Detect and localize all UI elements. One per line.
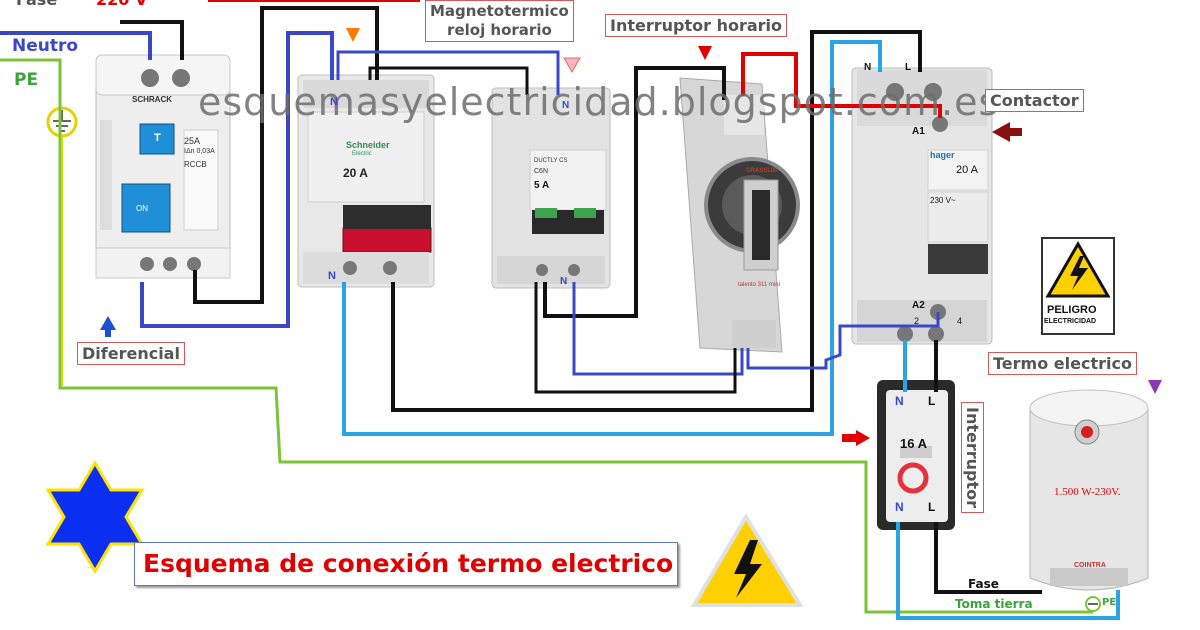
breaker-clock-n-top: N	[562, 100, 570, 111]
diferencial-toggle: ON	[136, 204, 148, 213]
breaker-main-brand: Schneider	[346, 140, 390, 150]
contactor-terminal-a1: A1	[912, 126, 925, 137]
voltage-top-label: 220 V	[96, 0, 147, 9]
timer-device	[679, 77, 800, 353]
termo-device	[1029, 389, 1149, 591]
breaker-main-n-top: N	[330, 96, 338, 108]
wire-neutro-to-clock	[336, 50, 560, 95]
contactor-terminal-l: L	[905, 62, 912, 73]
wire-pe	[0, 58, 1093, 614]
contactor-terminal-n: N	[864, 62, 872, 73]
wire-fase-dif-out	[193, 6, 379, 304]
toma-tierra-label: Toma tierra	[955, 597, 1033, 611]
peligro-sign	[1041, 237, 1115, 335]
interruptor-terminal-l-bottom: L	[928, 500, 936, 514]
wire-fase-timer-loop	[534, 282, 737, 394]
title-box: Esquema de conexión termo electrico	[134, 542, 678, 586]
contactor-terminal-2: 2	[914, 316, 920, 326]
contactor-label: Contactor	[985, 89, 1084, 112]
breaker-main-sub: Electric	[352, 151, 372, 157]
arrow-interruptor-icon	[856, 430, 870, 446]
arrow-breaker-icon	[346, 28, 360, 42]
diferencial-rating: 25A	[184, 136, 201, 146]
fase-bottom-label: Fase	[968, 577, 999, 591]
contactor-rating: 20 A	[956, 164, 979, 176]
neutro-label: Neutro	[12, 36, 79, 56]
interruptor-device	[877, 380, 955, 530]
warning-triangle-icon	[690, 513, 804, 607]
wire-neutro-int-termo	[896, 522, 1120, 620]
wire-fase-int-termo	[934, 522, 1042, 594]
breaker-clock-n-bottom: N	[560, 276, 568, 287]
wire-neutro-main	[0, 31, 152, 60]
arrow-diferencial-icon	[100, 316, 116, 330]
pe-label: PE	[14, 70, 39, 90]
breaker-clock-label2: C6N	[534, 168, 549, 175]
contactor-device	[851, 67, 993, 345]
diferencial-test-button: T	[154, 132, 161, 144]
breaker-clock-device	[491, 87, 611, 289]
timer-brand: GRASSLIN	[746, 168, 778, 174]
termo-brand: COINTRA	[1074, 562, 1106, 569]
interruptor-terminal-n-bottom: N	[895, 500, 904, 514]
arrow-contactor-icon	[992, 122, 1010, 142]
star-icon	[45, 460, 145, 574]
diferencial-device	[95, 54, 231, 279]
timer-model: talento 311 mini	[738, 282, 780, 288]
wire-neutro-clock-timer	[572, 282, 744, 376]
arrow-termo-icon	[1148, 380, 1162, 394]
termo-ground-icon	[1085, 596, 1101, 612]
breaker-main-n-bottom: N	[328, 270, 336, 282]
termo-electrico-label: Termo electrico	[988, 352, 1137, 375]
wire-fase-clock-timer	[543, 66, 726, 318]
wire-neutro-light-loop	[342, 40, 882, 436]
diferencial-label: Diferencial	[77, 342, 185, 365]
wire-fase-to-clock	[368, 66, 529, 95]
ground-symbol-icon	[46, 106, 78, 138]
arrow-timer-icon	[698, 46, 712, 60]
interruptor-label: Interruptor	[961, 402, 984, 513]
wire-neutro-a2	[746, 312, 940, 370]
wire-neutro-dif-out	[140, 31, 334, 328]
watermark-text: esquemasyelectricidad.blogspot.com.es	[198, 80, 1000, 124]
breaker-main-device	[297, 74, 435, 288]
arrow-clock-icon	[563, 57, 581, 74]
wire-red-timer-a1	[741, 52, 942, 118]
diferencial-sensitivity: IΔn 0,03A	[184, 148, 215, 155]
peligro-line1: PELIGRO	[1047, 304, 1097, 316]
breaker-main-rating: 20 A	[343, 166, 368, 180]
magnetotermico-label: Magnetotermico reloj horario	[425, 0, 574, 42]
interruptor-horario-label: Interruptor horario	[605, 14, 788, 37]
arrow-diferencial-shaft	[105, 329, 111, 337]
contactor-terminal-a2: A2	[912, 300, 925, 311]
contactor-voltage: 230 V~	[930, 196, 956, 205]
interruptor-terminal-n-top: N	[895, 394, 904, 408]
breaker-clock-label1: DUCTLY CS	[534, 158, 568, 164]
diagram-title: Esquema de conexión termo electrico	[143, 549, 674, 578]
arrow-contactor-shaft	[1008, 128, 1022, 136]
fase-top-label: Fase	[16, 0, 57, 9]
interruptor-rating: 16 A	[900, 436, 927, 451]
wire-fase-bottom-loop	[391, 30, 922, 412]
diferencial-brand: SCHRACK	[132, 95, 172, 104]
peligro-line2: ELECTRICIDAD	[1044, 318, 1097, 325]
interruptor-terminal-l-top: L	[928, 394, 936, 408]
breaker-clock-rating: 5 A	[534, 180, 550, 191]
termo-spec: 1.500 W-230V.	[1054, 486, 1121, 498]
pe-bottom-label: PE	[1102, 597, 1117, 608]
diferencial-type: RCCB	[184, 160, 207, 169]
wire-fase-main	[120, 20, 184, 60]
contactor-terminal-4: 4	[957, 316, 963, 326]
arrow-interruptor-shaft	[842, 434, 856, 442]
contactor-brand: hager	[930, 150, 955, 160]
